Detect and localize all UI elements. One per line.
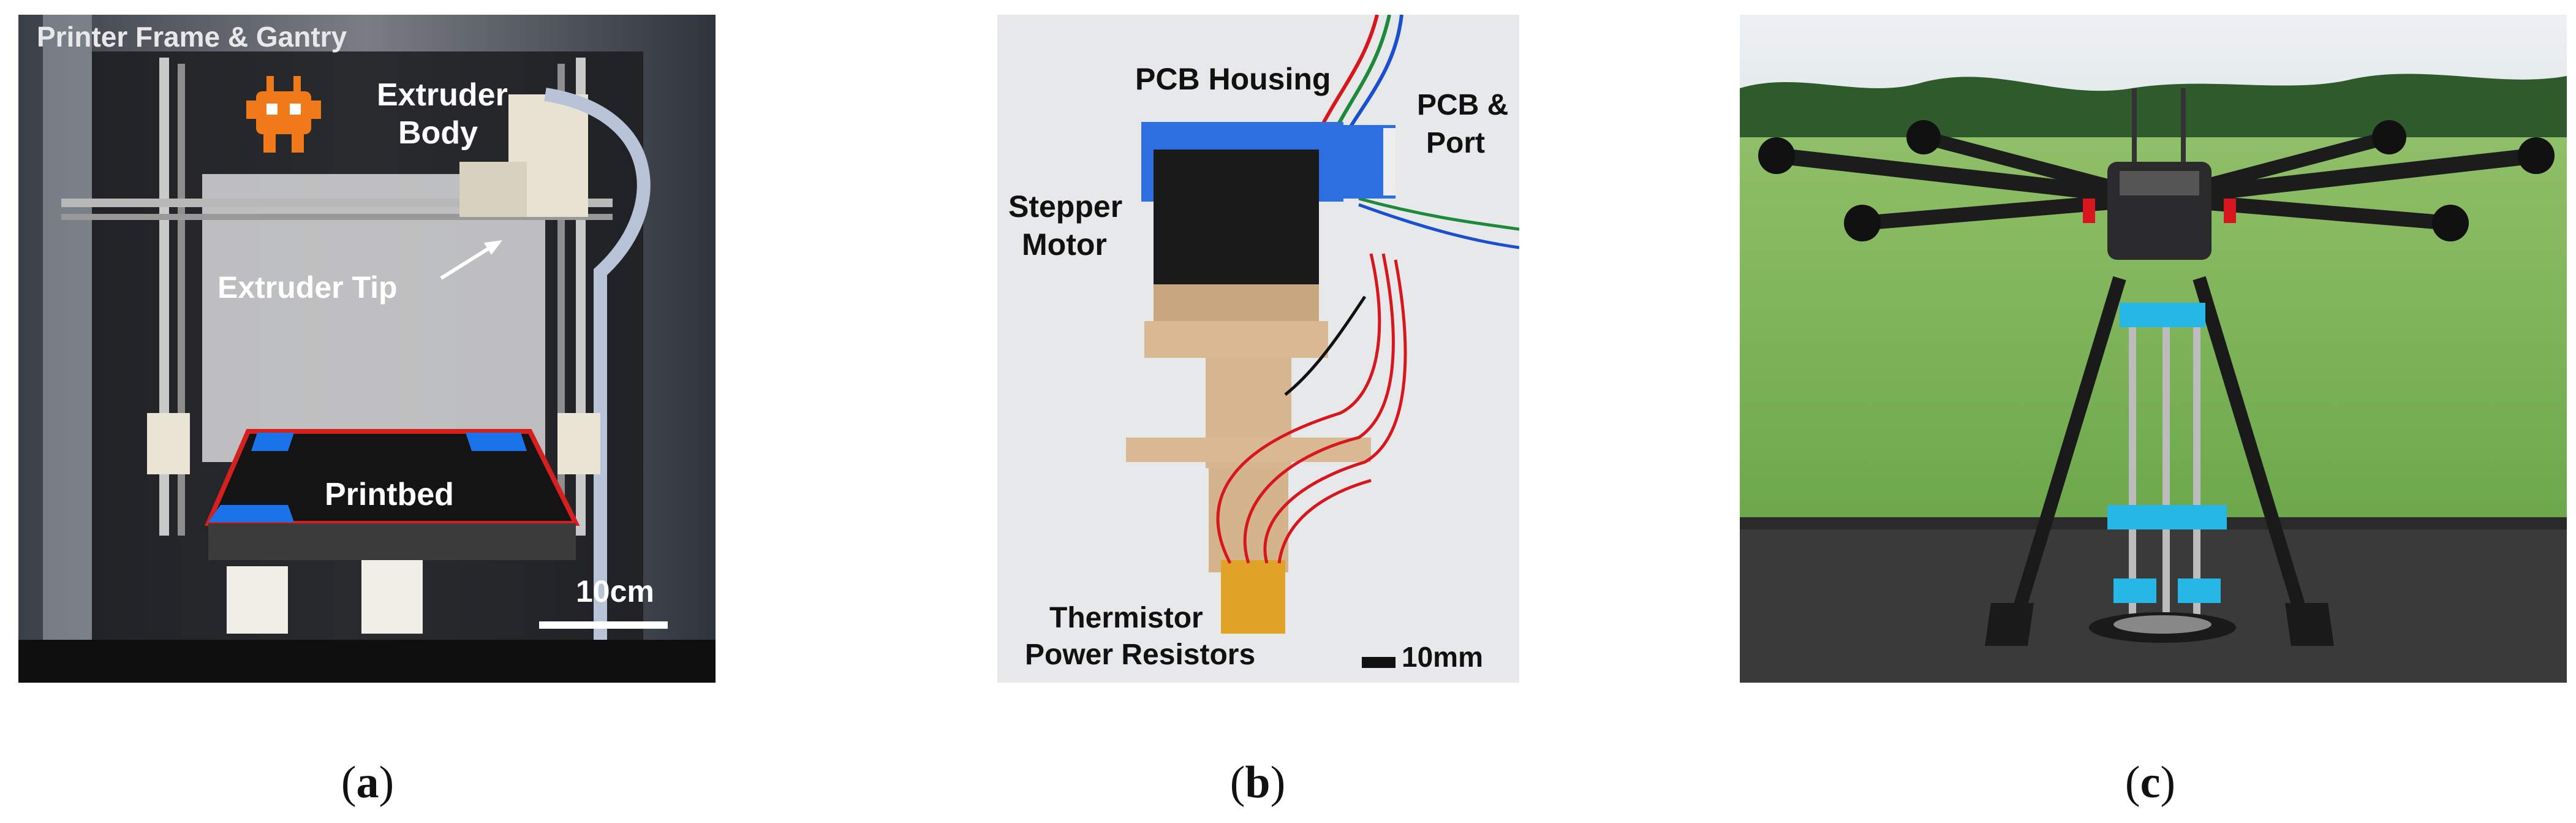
- left-leg: [2009, 276, 2126, 624]
- back-panel: [202, 174, 545, 462]
- treeline: [1740, 74, 2567, 137]
- drone-illustration: [1740, 15, 2567, 683]
- caption-c: (c): [2125, 757, 2176, 808]
- label-printbed: Printbed: [325, 477, 454, 512]
- label-stepper-1: Stepper: [1008, 189, 1122, 224]
- caption-a: (a): [341, 757, 395, 808]
- extruder-photo: PCB Housing PCB & Port Stepper Motor The…: [997, 15, 1519, 683]
- right-leg: [2193, 276, 2310, 624]
- label-extruder-tip: Extruder Tip: [217, 270, 398, 305]
- stepper-motor: [1154, 150, 1319, 309]
- label-frame: Printer Frame & Gantry: [37, 21, 347, 53]
- extruder-illustration: PCB Housing PCB & Port Stepper Motor The…: [997, 15, 1519, 683]
- label-scale-b: 10mm: [1402, 641, 1483, 673]
- label-thermistor: Thermistor: [1049, 602, 1203, 634]
- robot-logo: [246, 76, 321, 153]
- caption-b: (b): [1229, 757, 1286, 808]
- label-stepper-2: Motor: [1022, 227, 1107, 262]
- scale-bar-b: [1362, 657, 1396, 668]
- label-extruder-body-2: Body: [398, 115, 478, 151]
- label-pcb-port-1: PCB &: [1417, 89, 1508, 121]
- label-pcb-port-2: Port: [1426, 127, 1485, 159]
- printer-photo: Printer Frame & Gantry Extruder Body Ext…: [18, 15, 716, 683]
- extruder-tip-arrow: [440, 246, 491, 280]
- label-pcb-housing: PCB Housing: [1135, 62, 1331, 96]
- label-scale-a: 10cm: [576, 574, 654, 609]
- label-extruder-body-1: Extruder: [377, 77, 508, 113]
- print-head: [2120, 303, 2205, 327]
- scale-bar-a: [539, 621, 668, 629]
- printer-illustration: Printer Frame & Gantry Extruder Body Ext…: [18, 15, 716, 683]
- label-power-resistors: Power Resistors: [1025, 639, 1255, 671]
- drone-photo: [1740, 15, 2567, 683]
- heater-block: [1221, 560, 1285, 634]
